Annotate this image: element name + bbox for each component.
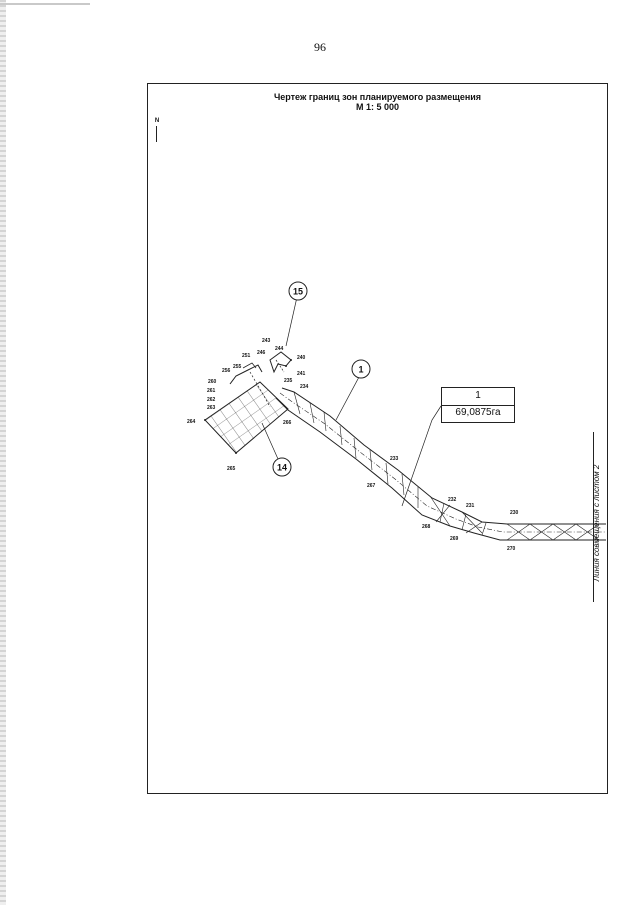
point-label: 234 bbox=[300, 384, 309, 390]
point-label: 270 bbox=[507, 546, 516, 552]
point-label: 233 bbox=[390, 456, 399, 462]
circled-label-14: 14 bbox=[272, 457, 292, 477]
drawing-scale: М 1: 5 000 bbox=[355, 102, 400, 112]
match-line bbox=[593, 432, 594, 602]
point-label: 262 bbox=[207, 397, 216, 403]
connector-block bbox=[269, 351, 292, 374]
zone-area-box: 1 69,0875га bbox=[441, 387, 515, 423]
point-label: 260 bbox=[208, 379, 217, 385]
point-label: 263 bbox=[207, 405, 216, 411]
circled-label-1: 1 bbox=[351, 359, 371, 379]
page-number: 96 bbox=[314, 40, 326, 54]
point-label: 265 bbox=[227, 466, 236, 472]
point-label: 241 bbox=[297, 371, 306, 377]
point-label: 230 bbox=[510, 510, 519, 516]
point-label: 266 bbox=[283, 420, 292, 426]
leader-1 bbox=[335, 376, 360, 421]
scan-edge bbox=[0, 0, 6, 905]
corridor-centerline bbox=[279, 392, 606, 533]
drawing-title: Чертеж границ зон планируемого размещени… bbox=[273, 92, 482, 102]
point-labels: 243 244 240 251 246 241 255 256 235 234 … bbox=[187, 338, 519, 552]
point-label: 240 bbox=[297, 355, 306, 361]
svg-text:15: 15 bbox=[293, 287, 303, 297]
point-label: 255 bbox=[233, 364, 242, 370]
point-label: 235 bbox=[284, 378, 293, 384]
point-label: 232 bbox=[448, 497, 457, 503]
circled-label-15: 15 bbox=[288, 281, 308, 301]
point-label: 251 bbox=[242, 353, 251, 359]
north-arrow-icon bbox=[156, 126, 157, 142]
zone-number: 1 bbox=[442, 388, 514, 406]
zone-area: 69,0875га bbox=[455, 407, 501, 418]
leader-box bbox=[401, 405, 442, 507]
point-label: 246 bbox=[257, 350, 266, 356]
svg-text:14: 14 bbox=[277, 463, 287, 473]
point-label: 261 bbox=[207, 388, 216, 394]
leader-15 bbox=[285, 296, 298, 347]
north-arrow-label: N bbox=[154, 118, 160, 124]
point-label: 243 bbox=[262, 338, 271, 344]
point-label: 256 bbox=[222, 368, 231, 374]
corridor-hatching bbox=[293, 391, 600, 541]
corridor-edge-lower bbox=[275, 397, 606, 541]
svg-text:1: 1 bbox=[358, 365, 363, 375]
scan-edge-top bbox=[0, 3, 90, 5]
parcel-notch bbox=[229, 364, 263, 385]
parcel-polygon bbox=[204, 381, 289, 454]
point-label: 267 bbox=[367, 483, 376, 489]
point-label: 244 bbox=[275, 346, 284, 352]
leader-14 bbox=[261, 422, 279, 460]
point-label: 268 bbox=[422, 524, 431, 530]
drawing-frame bbox=[147, 83, 608, 794]
point-label: 269 bbox=[450, 536, 459, 542]
point-label: 231 bbox=[466, 503, 475, 509]
point-label: 264 bbox=[187, 419, 196, 425]
corridor-edge-upper bbox=[281, 387, 606, 525]
